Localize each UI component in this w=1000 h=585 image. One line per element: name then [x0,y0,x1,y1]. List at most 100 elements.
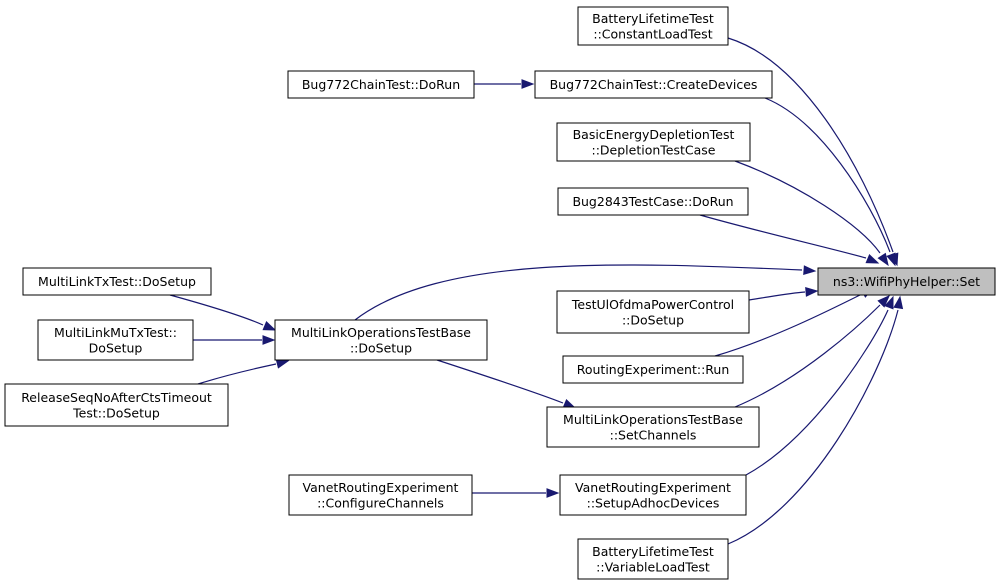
node-mltx[interactable]: MultiLinkTxTest::DoSetup [22,267,212,296]
arrowhead-icon [275,359,290,369]
node-label: ::ConfigureChannels [317,495,444,510]
edge-line [727,309,899,545]
node-box [22,267,212,296]
arrowhead-icon [886,252,896,267]
node-label: BatteryLifetimeTest [592,11,714,26]
node-label: ::DoSetup [350,340,412,355]
node-box [274,319,488,361]
node-label: ::DoSetup [622,312,684,327]
node-label: ::VariableLoadTest [596,559,710,574]
arrowhead-icon [521,79,535,89]
edge-mlo_channels-to-set [734,295,890,408]
edge-vanet_config-to-vanet_adhoc [472,488,560,498]
edge-basic_energy-to-set [734,160,889,267]
arrowhead-icon [893,295,904,310]
arrowhead-icon [805,287,819,297]
node-label: VanetRoutingExperiment [575,480,731,495]
edge-line [714,293,863,357]
edges-layer [169,37,904,545]
node-label: MultiLinkMuTxTest:: [54,325,177,340]
node-label: ::SetupAdhocDevices [587,495,720,510]
node-box [556,122,751,162]
edge-mlmutx-to-mlo_setup [193,335,276,345]
edge-line [764,97,891,253]
node-bug772_run[interactable]: Bug772ChainTest::DoRun [287,70,475,99]
node-label: BasicEnergyDepletionTest [573,127,735,142]
node-box [556,290,750,334]
node-label: ::SetChannels [610,427,697,442]
node-mlo_channels[interactable]: MultiLinkOperationsTestBase::SetChannels [546,406,760,448]
node-box [577,6,729,46]
edge-line [354,264,803,321]
node-label: VanetRoutingExperiment [303,480,459,495]
node-label: MultiLinkOperationsTestBase [563,412,743,427]
node-box [562,355,744,384]
node-set[interactable]: ns3::WifiPhyHelper::Set [817,267,996,296]
edge-mlo_setup-to-mlo_channels [436,359,577,409]
node-label: TestUlOfdmaPowerControl [571,297,734,312]
edge-line [699,214,867,259]
node-label: BatteryLifetimeTest [592,544,714,559]
node-box [557,187,749,216]
edge-vanet_adhoc-to-set [745,295,894,476]
node-label: MultiLinkOperationsTestBase [291,325,471,340]
arrowhead-icon [877,295,890,308]
edge-line [727,37,894,253]
node-vanet_adhoc[interactable]: VanetRoutingExperiment::SetupAdhocDevice… [559,474,747,516]
node-box [4,383,229,427]
node-label: Test::DoSetup [72,405,160,420]
node-basic_energy[interactable]: BasicEnergyDepletionTest::DepletionTestC… [556,122,751,162]
node-label: Bug772ChainTest::DoRun [302,77,460,92]
node-box [817,267,996,296]
node-box [37,319,194,361]
edge-battery_var-to-set [727,295,904,545]
node-label: ::DepletionTestCase [592,142,716,157]
edge-mltx-to-mlo_setup [169,294,277,331]
arrowhead-icon [877,252,889,267]
edge-bug772_create-to-set [764,97,896,267]
edge-line [734,160,881,254]
edge-bug772_run-to-bug772_create [474,79,535,89]
node-box [546,406,760,448]
edge-line [436,359,564,404]
node-vanet_config[interactable]: VanetRoutingExperiment::ConfigureChannel… [288,474,473,516]
edge-line [169,294,264,326]
node-label: Bug772ChainTest::CreateDevices [550,77,758,92]
node-bug772_create[interactable]: Bug772ChainTest::CreateDevices [534,70,773,99]
arrowhead-icon [884,295,894,310]
node-mlmutx[interactable]: MultiLinkMuTxTest::DoSetup [37,319,194,361]
arrowhead-icon [262,321,277,331]
node-routing_run[interactable]: RoutingExperiment::Run [562,355,744,384]
node-mlo_setup[interactable]: MultiLinkOperationsTestBase::DoSetup [274,319,488,361]
arrowhead-icon [803,265,817,276]
node-battery_var[interactable]: BatteryLifetimeTest::VariableLoadTest [577,538,729,580]
node-label: Bug2843TestCase::DoRun [572,194,733,209]
node-testul[interactable]: TestUlOfdmaPowerControl::DoSetup [556,290,750,334]
edge-bug2843-to-set [699,214,880,264]
edge-releaseseq-to-mlo_setup [197,359,290,385]
edge-line [197,363,277,385]
node-label: RoutingExperiment::Run [577,362,730,377]
node-box [559,474,747,516]
arrowhead-icon [865,254,880,264]
arrowhead-icon [262,335,276,345]
edge-line [745,309,889,476]
node-box [577,538,729,580]
arrowhead-icon [546,488,560,498]
node-box [534,70,773,99]
node-box [288,474,473,516]
node-label: ns3::WifiPhyHelper::Set [833,274,980,289]
node-label: DoSetup [89,340,143,355]
node-bug2843[interactable]: Bug2843TestCase::DoRun [557,187,749,216]
node-label: ::ConstantLoadTest [593,26,712,41]
edge-line [734,304,881,408]
node-battery_const[interactable]: BatteryLifetimeTest::ConstantLoadTest [577,6,729,46]
edge-line [748,291,806,301]
nodes-layer: ns3::WifiPhyHelper::SetBatteryLifetimeTe… [4,6,996,580]
edge-mlo_setup-to-set [354,264,817,321]
node-box [287,70,475,99]
node-label: ReleaseSeqNoAfterCtsTimeout [21,390,212,405]
edge-testul-to-set [748,287,819,301]
